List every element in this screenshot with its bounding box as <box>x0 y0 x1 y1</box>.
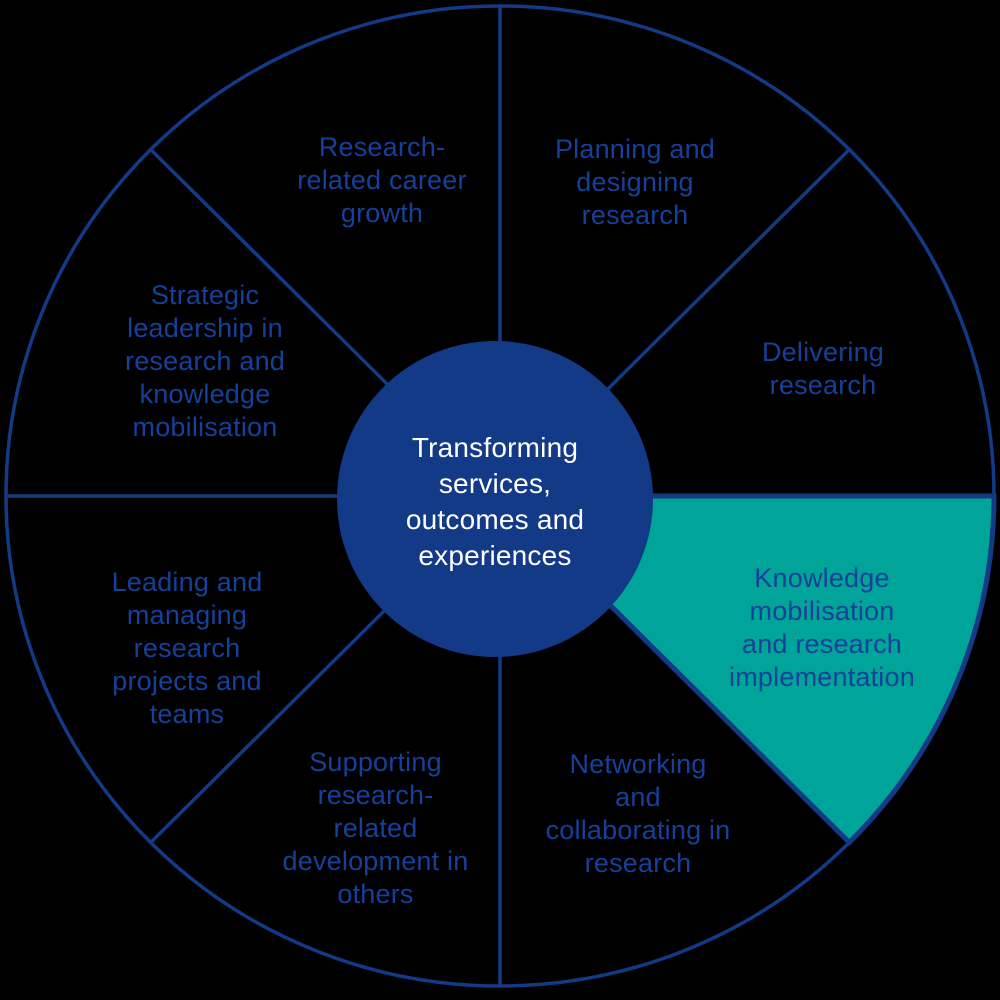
segment-label-research-related-career-growth: Research- related career growth <box>297 132 467 228</box>
segment-label-delivering-research: Delivering research <box>761 337 885 400</box>
center-circle-label: Transforming services, outcomes and expe… <box>405 432 585 571</box>
segment-label-knowledge-mobilisation-and-research-implementation: Knowledge mobilisation and research impl… <box>729 563 915 692</box>
segment-label-planning-and-designing-research: Planning and designing research <box>554 134 716 230</box>
segment-label-strategic-leadership-in-research-and-knowledge-mobilisation: Strategic leadership in research and kno… <box>125 280 285 442</box>
center-circle <box>337 341 653 657</box>
outer-circle <box>4 4 996 988</box>
segment-label-supporting-research-related-development-in-others: Supporting research- related development… <box>282 747 469 909</box>
segment-label-networking-and-collaborating-in-research: Networking and collaborating in research <box>545 749 731 878</box>
segment-label-leading-and-managing-research-projects-and-teams: Leading and managing research projects a… <box>111 567 263 729</box>
